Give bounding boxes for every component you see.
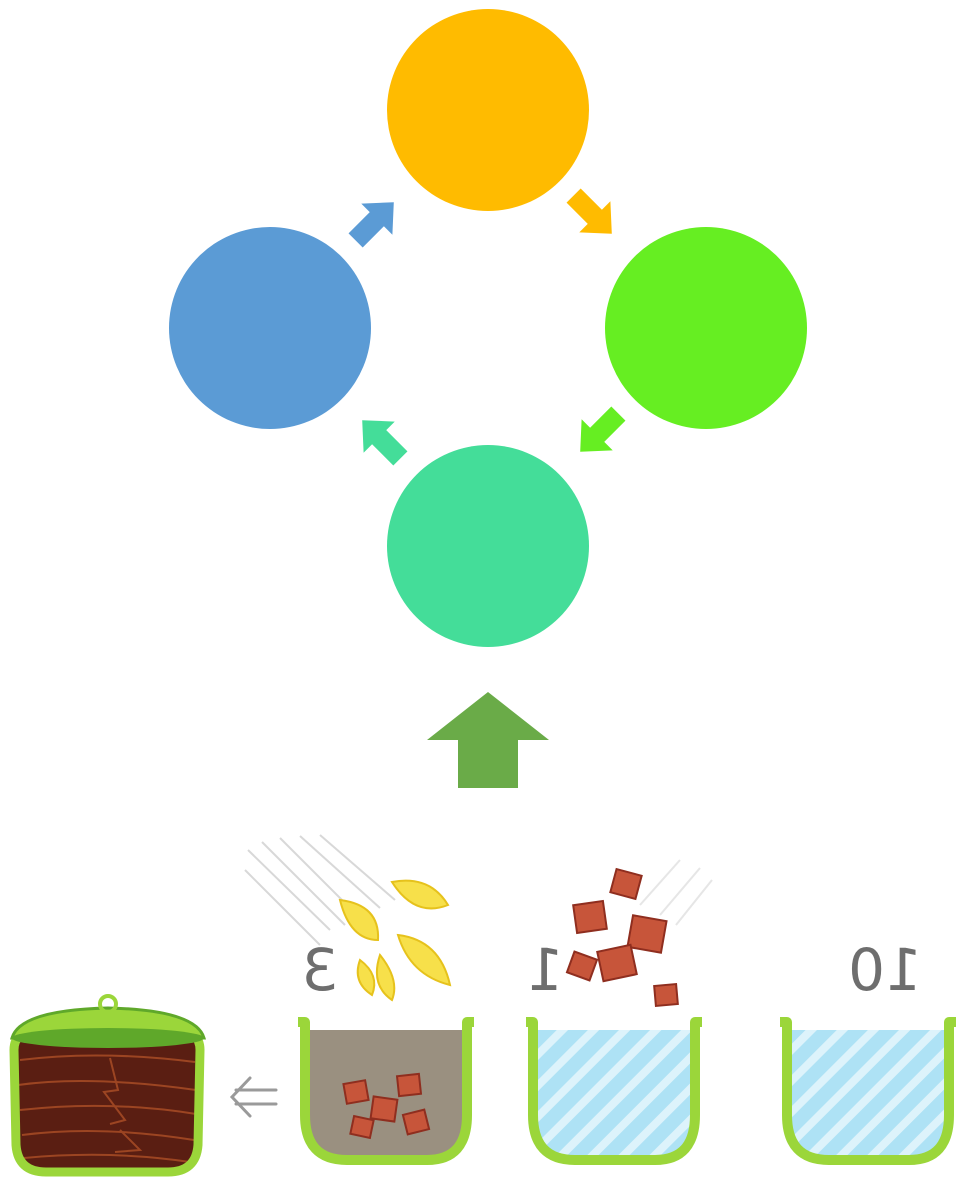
step-number-3: 3 (302, 936, 339, 1004)
cycle-node-bottom (387, 445, 589, 647)
water-pot-icon (780, 1017, 956, 1165)
water-pot-icon (526, 1017, 702, 1165)
cycle-arrow-top-right (566, 188, 612, 234)
cycle-arrow-right-bottom (580, 406, 626, 452)
cycle-node-right (605, 227, 807, 429)
brewing-illustration: 3 1 10 (9, 834, 956, 1177)
cycle-diagram (169, 9, 807, 647)
brown-cubes-icon (565, 859, 713, 1008)
pot-with-cubes-icon (298, 1017, 474, 1165)
ceramic-jar-icon (9, 994, 206, 1177)
cycle-arrow-bottom-left (362, 420, 408, 466)
cycle-node-left (169, 227, 371, 429)
up-arrow (427, 692, 549, 788)
lemon-slices-icon (244, 834, 452, 1002)
step-number-10: 10 (848, 936, 922, 1004)
double-arrow-icon (229, 1076, 278, 1118)
cycle-arrow-left-top (348, 202, 394, 248)
step-number-1: 1 (527, 936, 564, 1004)
cycle-node-top (387, 9, 589, 211)
